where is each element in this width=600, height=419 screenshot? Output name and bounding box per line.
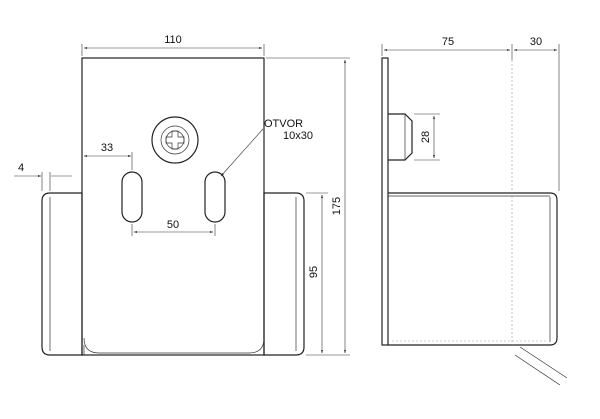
slot-right [204,171,226,223]
side-view: 75 30 28 [381,36,568,386]
dim-hole-spacing: 50 [131,219,216,236]
dim-width-top-label: 110 [164,34,182,46]
right-flange [263,192,305,356]
front-plate-outline [81,57,265,356]
annotation-title: OTVOR [264,118,303,130]
dim-side-extra: 30 [513,36,560,191]
annotation-size: 10x30 [283,130,313,142]
dim-side-depth-label: 75 [442,36,454,48]
dim-tab-width: 4 [14,162,72,191]
hole-annotation: OTVOR 10x30 [220,118,313,177]
screw-icon [151,116,199,164]
dim-side-depth: 75 [381,36,513,60]
dim-boss-height-label: 28 [420,131,432,143]
side-back-wall [381,57,389,346]
dim-boss-height: 28 [414,113,440,161]
dim-total-height: 175 [266,57,350,356]
dim-hole-offset: 33 [83,142,133,170]
slot-left [121,171,143,223]
side-boss [388,113,413,161]
dim-flange-height-label: 95 [308,266,320,278]
side-front-lip [388,192,558,346]
dim-flange-height: 95 [306,192,328,354]
dim-tab-width-label: 4 [18,162,24,174]
dim-hole-spacing-label: 50 [167,219,179,231]
dim-total-height-label: 175 [331,197,343,215]
dim-width-top: 110 [81,34,265,56]
dim-side-extra-label: 30 [530,36,542,48]
bottom-fold [83,337,265,354]
dim-hole-offset-label: 33 [101,142,113,154]
left-flange [41,192,83,356]
front-view: 110 4 33 50 OTVOR 10x30 [14,34,350,356]
